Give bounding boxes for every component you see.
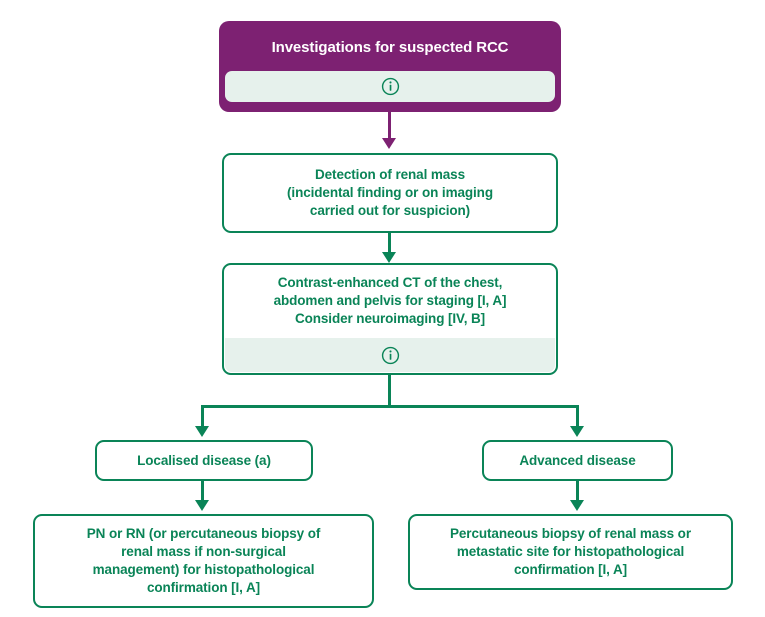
- connector-split-right-drop: [576, 405, 579, 429]
- connector-split-left-drop: [201, 405, 204, 429]
- node-advanced-disease[interactable]: Advanced disease: [482, 440, 673, 481]
- node-localised-disease[interactable]: Localised disease (a): [95, 440, 313, 481]
- connector-split-horizontal-right: [388, 405, 579, 408]
- header-info-strip[interactable]: [225, 71, 555, 102]
- node-detection-label: Detection of renal mass (incidental find…: [287, 167, 493, 218]
- page-title: Investigations for suspected RCC: [271, 39, 509, 56]
- node-advanced-treatment[interactable]: Percutaneous biopsy of renal mass or met…: [408, 514, 733, 590]
- staging-info-strip[interactable]: [225, 338, 555, 372]
- connector-staging-stem: [388, 375, 391, 408]
- connector-advanced-to-treatment: [576, 481, 579, 505]
- arrowhead-to-localised: [195, 426, 209, 437]
- node-header-investigations[interactable]: Investigations for suspected RCC: [219, 21, 561, 112]
- arrowhead-advanced-to-treatment: [570, 500, 584, 511]
- connector-localised-to-treatment: [201, 481, 204, 505]
- arrowhead-detection-to-staging: [382, 252, 396, 263]
- node-staging-ct[interactable]: Contrast-enhanced CT of the chest, abdom…: [222, 263, 558, 375]
- arrowhead-localised-to-treatment: [195, 500, 209, 511]
- node-localised-treatment[interactable]: PN or RN (or percutaneous biopsy of rena…: [33, 514, 374, 608]
- node-advanced-treatment-label: Percutaneous biopsy of renal mass or met…: [450, 526, 691, 577]
- node-detection-of-renal-mass[interactable]: Detection of renal mass (incidental find…: [222, 153, 558, 233]
- node-localised-label: Localised disease (a): [137, 452, 271, 468]
- info-icon[interactable]: [381, 77, 400, 96]
- node-staging-label: Contrast-enhanced CT of the chest, abdom…: [273, 275, 507, 326]
- connector-detection-to-staging: [388, 233, 391, 259]
- arrowhead-header-to-detection: [382, 138, 396, 149]
- connector-header-to-detection: [388, 112, 391, 141]
- info-icon[interactable]: [381, 346, 400, 365]
- arrowhead-to-advanced: [570, 426, 584, 437]
- node-localised-treatment-label: PN or RN (or percutaneous biopsy of rena…: [86, 526, 321, 595]
- connector-split-horizontal: [201, 405, 390, 408]
- node-advanced-label: Advanced disease: [519, 452, 636, 468]
